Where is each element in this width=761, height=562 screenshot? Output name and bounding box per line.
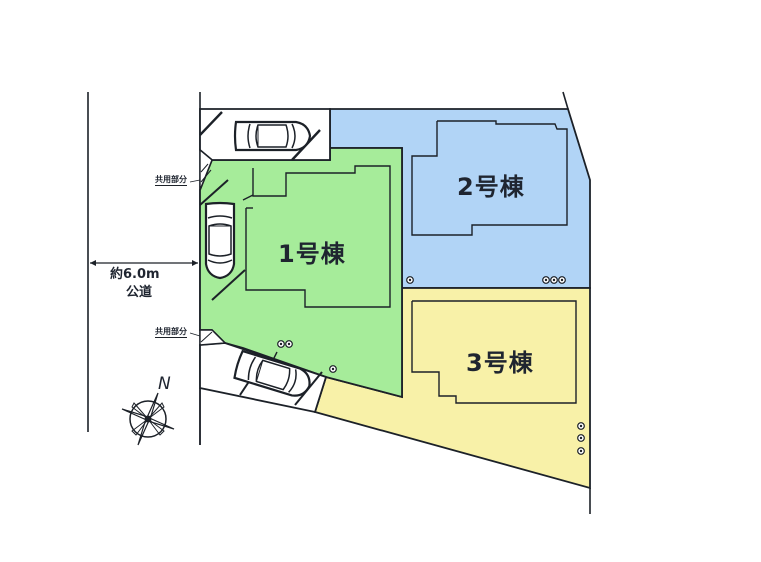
road-type-label: 公道 bbox=[126, 285, 153, 300]
building-3-footprint bbox=[411, 300, 577, 404]
north-label: N bbox=[158, 374, 171, 394]
parking-car-top bbox=[233, 120, 312, 152]
shared-area-bottom bbox=[189, 329, 227, 346]
building-2-footprint bbox=[411, 120, 568, 236]
shared-area-top-label: 共用部分 bbox=[155, 175, 187, 186]
shared-area-top bbox=[189, 148, 213, 191]
shared-area-bottom-label: 共用部分 bbox=[155, 327, 187, 338]
road-width-label: 約6.0m bbox=[110, 267, 160, 282]
compass-rose-icon bbox=[121, 392, 175, 446]
building-1-footprint bbox=[245, 165, 391, 308]
parking-car-lot1 bbox=[204, 201, 236, 280]
building-3-label: 3号棟 bbox=[466, 349, 534, 377]
building-1-label: 1号棟 bbox=[278, 240, 346, 268]
building-2-label: 2号棟 bbox=[457, 173, 525, 201]
